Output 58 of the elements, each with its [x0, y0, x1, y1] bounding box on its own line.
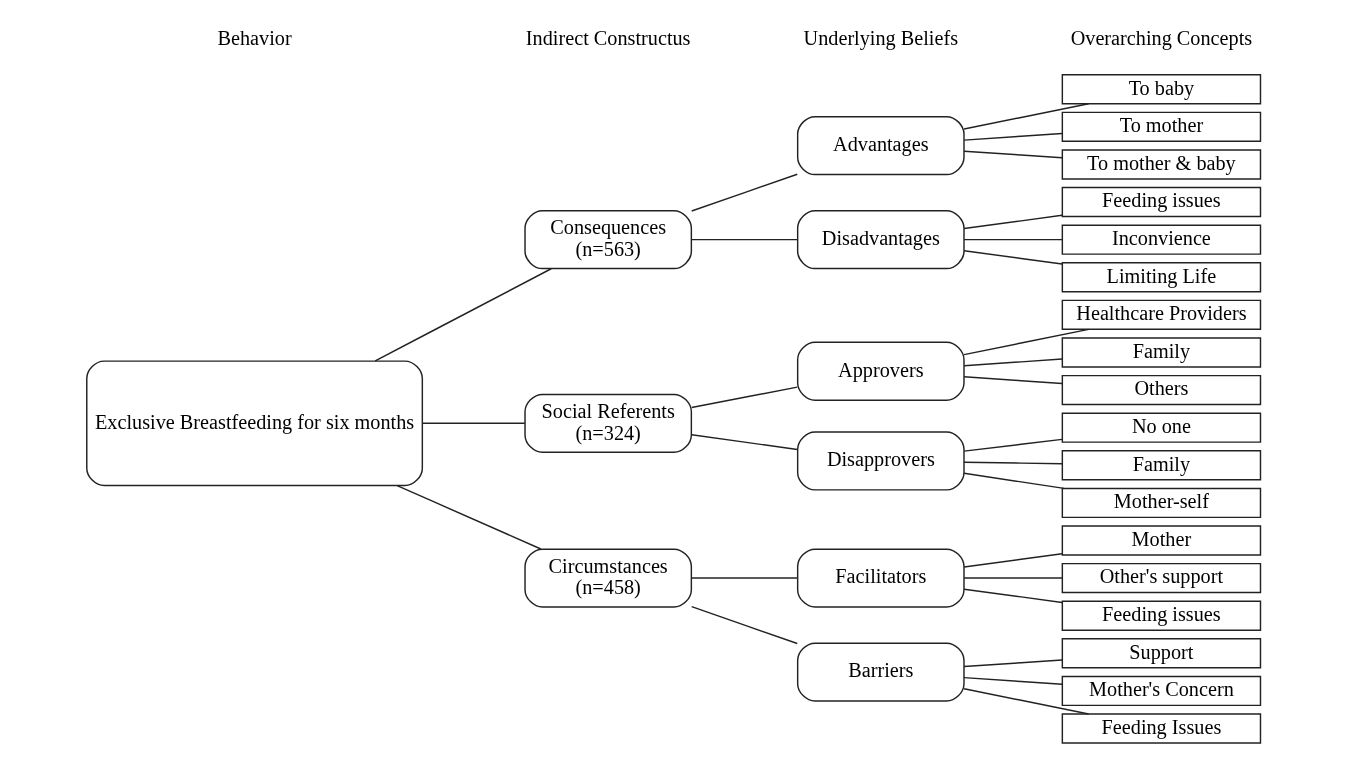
node-box: Feeding issues: [1061, 186, 1261, 218]
node-box: Other's support: [1061, 562, 1261, 594]
connector: [690, 238, 798, 241]
connector: [962, 328, 1089, 356]
connector: [962, 250, 1063, 265]
connector: [962, 103, 1089, 130]
node-box: Healthcare Providers: [1061, 299, 1261, 331]
node-box: No one: [1061, 412, 1261, 443]
node-box: Barriers: [796, 642, 965, 702]
node-box: Social Referents (n=324): [523, 393, 692, 453]
node-box: Family: [1061, 450, 1261, 481]
connector: [962, 659, 1063, 668]
node-box: Facilitators: [796, 548, 965, 608]
node-box: Consequences (n=563): [523, 210, 692, 270]
connector: [690, 386, 798, 409]
connector: [395, 484, 542, 550]
connector: [690, 605, 798, 645]
connector: [421, 422, 526, 425]
node-box: To baby: [1061, 74, 1261, 105]
connector: [962, 553, 1063, 568]
label: Overarching Concepts: [1070, 27, 1252, 50]
node-box: Mother's Concern: [1061, 675, 1261, 707]
node-box: Support: [1061, 638, 1261, 669]
node-box: Limiting Life: [1061, 262, 1261, 293]
node-box: Exclusive Breastfeeding for six months: [85, 360, 423, 487]
label: Underlying Beliefs: [803, 27, 958, 50]
node-box: To mother: [1061, 111, 1261, 143]
connector: [374, 268, 552, 362]
connector: [962, 376, 1063, 385]
connector: [962, 588, 1063, 604]
node-box: Disapprovers: [796, 431, 965, 491]
node-box: Inconvience: [1061, 224, 1261, 255]
node-box: Approvers: [796, 341, 965, 401]
node-box: Advantages: [796, 116, 965, 176]
connector: [962, 472, 1065, 490]
node-box: Family: [1061, 337, 1261, 368]
node-box: Mother-self: [1061, 487, 1261, 519]
node-box: Others: [1061, 374, 1261, 406]
node-box: Circumstances (n=458): [523, 548, 692, 608]
node-box: Feeding issues: [1061, 600, 1261, 631]
connector: [962, 438, 1063, 452]
connector: [962, 214, 1063, 230]
node-box: Feeding Issues: [1061, 713, 1261, 744]
connector: [962, 461, 1063, 465]
connector: [962, 358, 1063, 367]
node-box: Mother: [1061, 525, 1261, 556]
connector: [690, 173, 798, 212]
connector: [962, 238, 1063, 241]
connector: [690, 577, 798, 579]
connector: [690, 434, 798, 451]
connector: [962, 150, 1063, 159]
node-box: To mother & baby: [1061, 149, 1261, 180]
connector: [962, 132, 1063, 141]
connector: [962, 577, 1063, 579]
label: Indirect Constructus: [525, 27, 691, 50]
connector: [962, 676, 1063, 685]
label: Behavior: [216, 27, 292, 50]
node-box: Disadvantages: [796, 210, 965, 270]
